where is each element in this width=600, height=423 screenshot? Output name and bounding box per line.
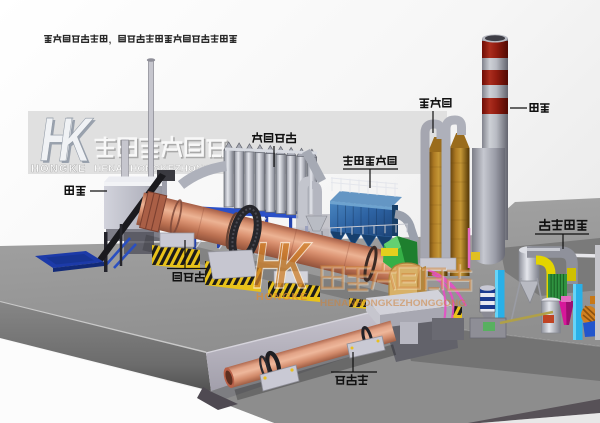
svg-text:H: H xyxy=(40,106,73,175)
svg-text:K: K xyxy=(59,106,95,175)
svg-text:K: K xyxy=(61,108,97,177)
svg-text:H: H xyxy=(253,229,288,303)
svg-text:HENANHONGKEZHONGGONG: HENANHONGKEZHONGGONG xyxy=(320,298,466,309)
svg-text:K: K xyxy=(276,229,312,303)
svg-text:H: H xyxy=(42,108,75,177)
svg-text:,: , xyxy=(109,35,112,45)
svg-text:HONGKE: HONGKE xyxy=(256,291,308,303)
svg-text:HENANHONGKEZHONGGONG: HENANHONGKEZHONGGONG xyxy=(94,164,242,175)
svg-text:HONGKE: HONGKE xyxy=(31,163,86,175)
